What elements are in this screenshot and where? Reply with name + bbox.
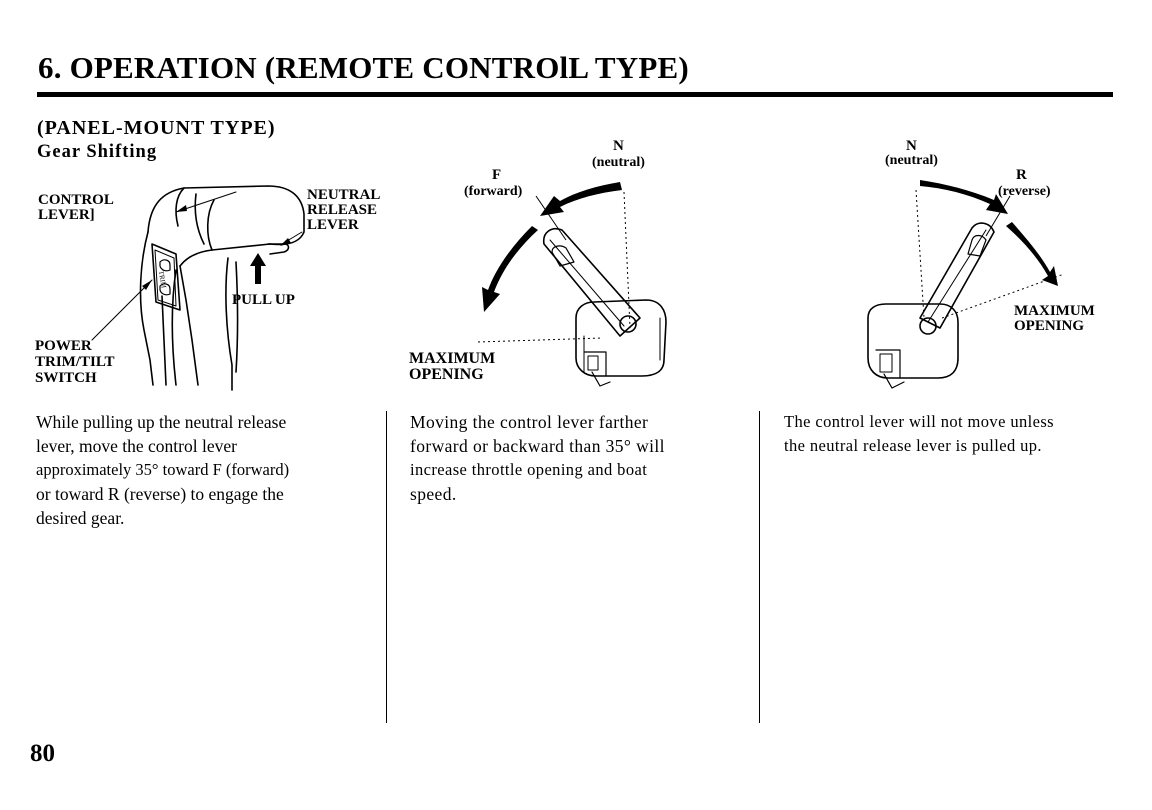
- title-rule: [37, 92, 1113, 97]
- pull-up-label: PULL UP: [232, 292, 295, 308]
- middle-column-text: Moving the control lever farther forward…: [410, 412, 665, 504]
- trim-switch-text: TRIM: [156, 270, 168, 289]
- pointer-arrowheads: [142, 205, 291, 290]
- column-divider-right: [759, 411, 760, 723]
- right-reverse-label: (reverse): [998, 184, 1051, 199]
- right-n-label: N: [906, 138, 917, 154]
- page-number: 80: [30, 740, 55, 767]
- pull-up-arrow: [250, 253, 266, 284]
- sub-heading: Gear Shifting: [37, 142, 158, 162]
- middle-f-label: F: [492, 167, 502, 183]
- middle-forward-label: (forward): [464, 184, 523, 199]
- column-divider-left: [386, 411, 387, 723]
- control-lever-illustration: [91, 185, 305, 391]
- middle-max-opening-label: MAXIMUM OPENING: [409, 350, 496, 383]
- middle-neutral-label: (neutral): [592, 155, 645, 170]
- reverse-diagram: [867, 180, 1065, 389]
- control-lever-label: CONTROL LEVER]: [38, 192, 114, 223]
- middle-n-label: N: [613, 138, 624, 154]
- page-title: 6. OPERATION (REMOTE CONTROlL TYPE): [38, 50, 689, 85]
- right-neutral-label: (neutral): [885, 153, 938, 168]
- forward-diagram: [477, 182, 667, 387]
- power-trim-switch-label: POWER TRIM/TILT SWITCH: [35, 338, 115, 386]
- section-heading: (PANEL-MOUNT TYPE): [37, 117, 276, 139]
- right-column-text: The control lever will not move unless t…: [784, 412, 1054, 455]
- right-r-label: R: [1016, 167, 1027, 183]
- neutral-release-lever-label: NEUTRAL RELEASE LEVER: [307, 187, 381, 233]
- left-column-text: While pulling up the neutral release lev…: [36, 412, 290, 528]
- right-max-opening-label: MAXIMUM OPENING: [1014, 303, 1095, 334]
